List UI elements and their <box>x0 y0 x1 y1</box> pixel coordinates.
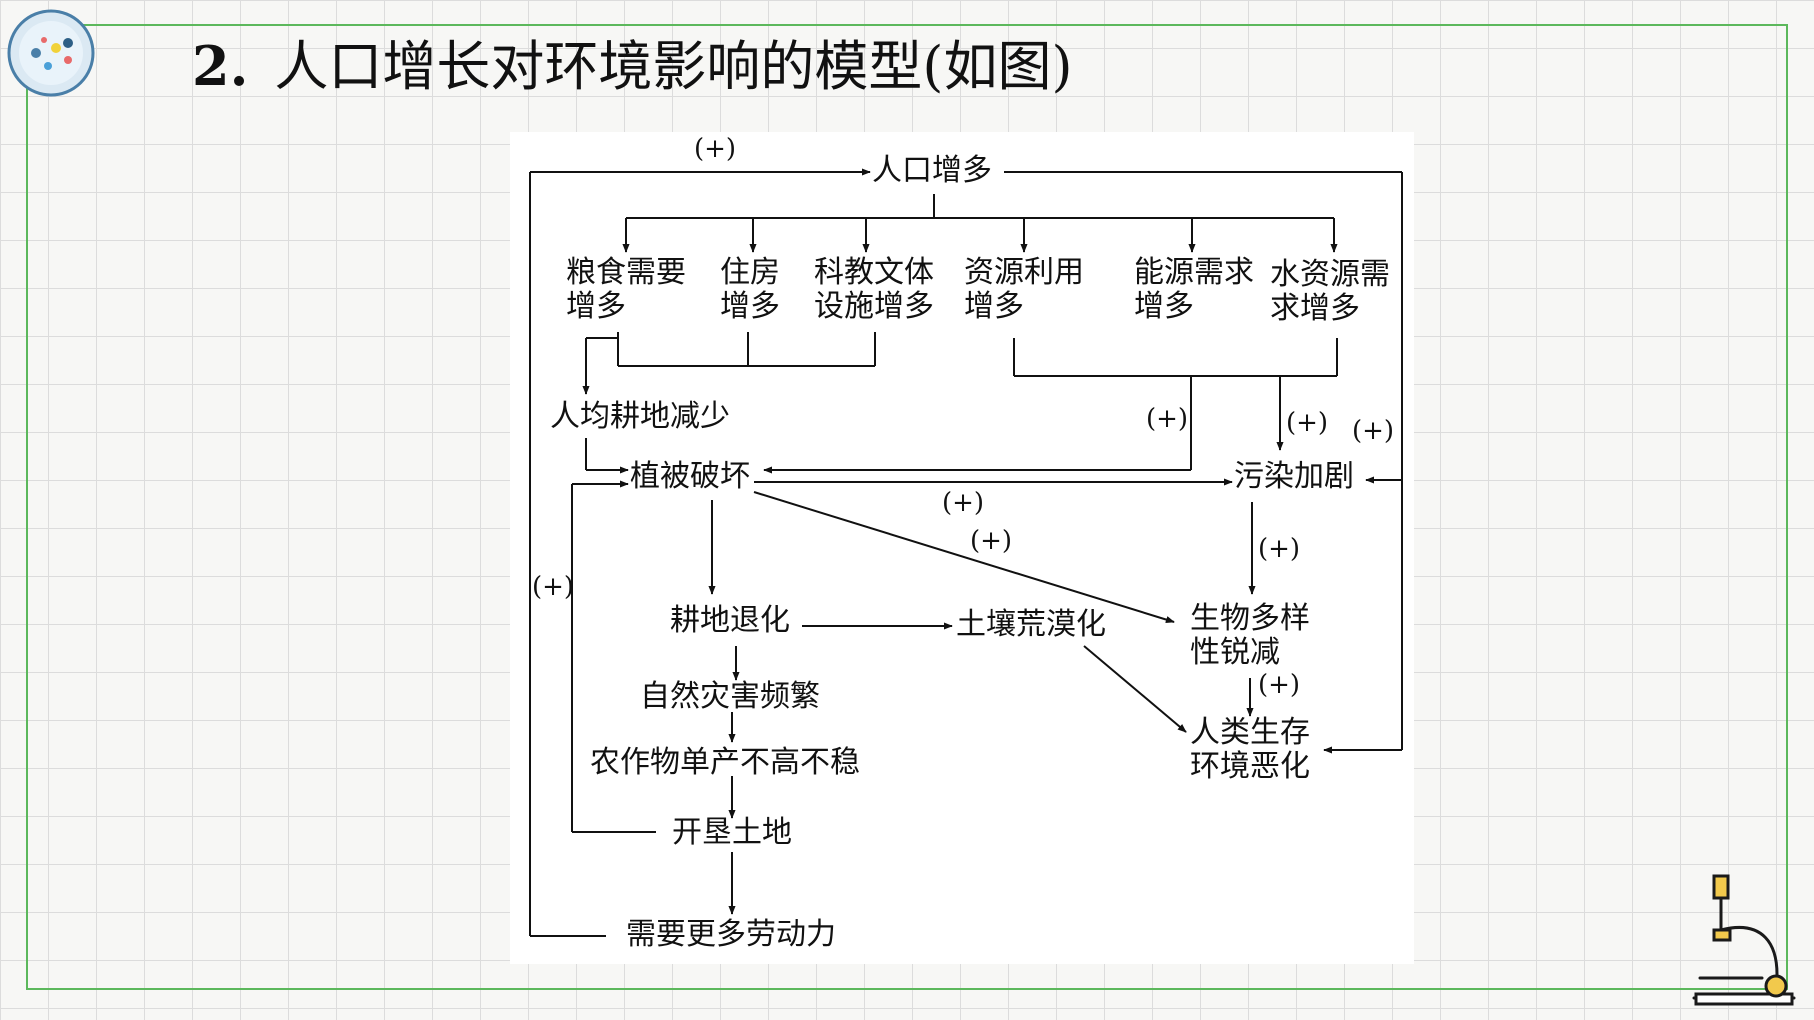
node-human-env-line2: 环境恶化 <box>1190 749 1310 784</box>
node-crop-yield: 农作物单产不高不稳 <box>590 745 860 780</box>
microscope-icon <box>1690 870 1806 1010</box>
plus-sign-pollution-biodiv: (+) <box>1258 534 1301 564</box>
population-impact-diagram: 人口增多 粮食需要 增多 住房 增多 科教文体 设施增多 资源利用 增多 能源需… <box>510 132 1414 964</box>
node-resource-line1: 资源利用 <box>964 255 1084 290</box>
node-pollution: 污染加剧 <box>1234 459 1354 494</box>
node-grain-demand: 粮食需要 增多 <box>566 256 686 324</box>
node-arable-per-capita: 人均耕地减少 <box>550 399 730 434</box>
node-water-line1: 水资源需 <box>1270 257 1390 292</box>
node-grain-line1: 粮食需要 <box>566 255 686 290</box>
plus-sign-veg-biodiv: (+) <box>970 526 1013 556</box>
page-title: 2. 人口增长对环境影响的模型(如图) <box>192 22 1073 101</box>
plus-sign-water: (+) <box>1286 408 1329 438</box>
node-biodiversity-loss: 生物多样 性锐减 <box>1190 602 1310 670</box>
plus-sign-veg-pollution: (+) <box>942 488 985 518</box>
plus-sign-top: (+) <box>694 134 737 164</box>
slide-frame <box>26 24 1788 990</box>
node-vegetation-damage: 植被破坏 <box>630 459 750 494</box>
node-housing-line2: 增多 <box>720 289 780 324</box>
plus-sign-resource: (+) <box>1146 404 1189 434</box>
node-housing: 住房 增多 <box>720 256 780 324</box>
diagram-connectors <box>529 168 1403 937</box>
node-water-line2: 求增多 <box>1270 291 1360 326</box>
node-farmland-degradation: 耕地退化 <box>670 603 790 638</box>
node-water-demand: 水资源需 求增多 <box>1270 258 1390 326</box>
node-more-labor: 需要更多劳动力 <box>626 917 836 952</box>
plus-sign-left: (+) <box>532 572 575 602</box>
node-facilities-line2: 设施增多 <box>814 289 934 324</box>
title-text: 人口增长对环境影响的模型(如图) <box>274 35 1073 98</box>
node-resource-use: 资源利用 增多 <box>964 256 1084 324</box>
node-facilities: 科教文体 设施增多 <box>814 256 934 324</box>
node-natural-disasters: 自然灾害频繁 <box>640 679 820 714</box>
node-desertification: 土壤荒漠化 <box>956 607 1106 642</box>
node-biodiversity-line2: 性锐减 <box>1190 635 1280 670</box>
node-human-env-line1: 人类生存 <box>1190 715 1310 750</box>
node-human-environment: 人类生存 环境恶化 <box>1190 716 1310 784</box>
node-housing-line1: 住房 <box>720 255 780 290</box>
title-number: 2. <box>192 34 249 98</box>
plus-sign-right: (+) <box>1352 416 1395 446</box>
plus-sign-biodiv-human: (+) <box>1258 670 1301 700</box>
node-land-reclamation: 开垦土地 <box>672 815 792 850</box>
node-biodiversity-line1: 生物多样 <box>1190 601 1310 636</box>
node-resource-line2: 增多 <box>964 289 1024 324</box>
node-energy-line2: 增多 <box>1134 289 1194 324</box>
node-energy-demand: 能源需求 增多 <box>1134 256 1254 324</box>
node-grain-line2: 增多 <box>566 289 626 324</box>
node-energy-line1: 能源需求 <box>1134 255 1254 290</box>
node-facilities-line1: 科教文体 <box>814 255 934 290</box>
node-population-increase: 人口增多 <box>872 153 992 188</box>
badge-logo-icon <box>6 8 96 98</box>
